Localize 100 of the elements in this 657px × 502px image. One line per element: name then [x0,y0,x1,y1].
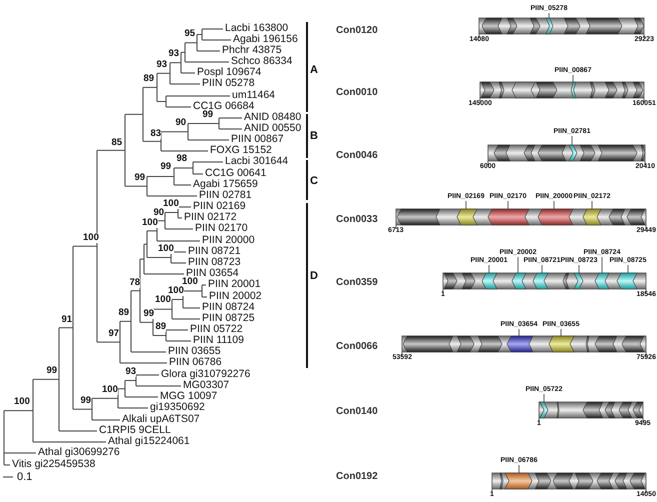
leader-line [488,264,490,274]
gene-block [540,402,548,418]
leader-line [578,264,580,274]
taxon-label: PIIN 05278 [202,78,255,90]
bootstrap-value: 85 [112,138,122,148]
taxon-label: PIIN 08723 [188,257,241,268]
taxon-label: Schco 86334 [231,56,292,68]
contig-label: Con0066 [336,340,378,352]
taxon-label: um11464 [232,90,276,102]
contig-label: Con0120 [336,24,378,36]
bootstrap-value: 100 [142,218,158,228]
bootstrap-value: 99 [160,162,172,172]
taxon-label: Athal gi15224061 [108,436,190,447]
taxon-label: ANID 08480 [244,112,302,124]
bootstrap-value: 100 [155,294,171,305]
bootstrap-value: 95 [184,28,196,39]
bootstrap-value: 89 [118,308,130,318]
gene-block [568,144,578,162]
bootstrap-value: 97 [108,328,120,339]
taxon-label: Agabi 196156 [233,34,298,45]
bootstrap-value: 99 [46,366,58,376]
bootstrap-value: 93 [126,366,136,377]
taxon-label: CC1G 00641 [205,168,266,179]
taxon-label: PIIN 11109 [193,335,244,346]
gene-block [570,82,576,98]
gene-block [512,272,526,290]
clade-label: C [310,175,318,187]
taxon-label: PIIN 08724 [202,302,255,314]
taxon-label: PIIN 08725 [202,313,255,324]
gene-block [456,208,478,226]
taxon-label: Alkali upA6TS07 [122,414,200,426]
gene-block [616,272,638,290]
taxon-label: MG03307 [183,380,230,392]
contig-label: Con0033 [336,214,378,224]
bootstrap-value: 99 [202,110,214,120]
contig-label: Con0140 [336,406,378,416]
bootstrap-value: 100 [158,244,174,254]
contig-label: Con0192 [336,470,378,482]
taxon-label: PIIN 03655 [168,346,221,358]
contig-label: Con0359 [336,276,378,288]
taxon-label: Vitis gi225459538 [12,459,96,470]
bootstrap-value: 99 [134,172,146,183]
taxon-label: PIIN 06786 [169,357,222,368]
taxon-label: PIIN 20000 [202,235,255,246]
bootstrap-value: 100 [182,276,198,287]
gene-block [482,272,498,290]
gene-block [582,208,602,226]
bootstrap-value: 99 [80,396,92,406]
gene-block [532,272,548,290]
taxon-label: Agabi 175659 [193,179,258,190]
contig-label: Con0010 [336,86,378,98]
leader-line [572,74,574,82]
taxon-label: gi19350692 [150,402,205,414]
leader-line [548,12,550,18]
gene-block [574,272,584,290]
contig-label: Con0046 [336,150,378,160]
clade-label: A [310,64,318,76]
bootstrap-value: 100 [168,286,184,296]
bootstrap-value: 99 [144,308,154,319]
bootstrap-value: 100 [14,396,30,407]
bootstrap-value: 93 [168,48,180,59]
bootstrap-value: 78 [130,278,140,288]
clade-label: D [310,270,318,282]
taxon-label: PIIN 20001 [208,279,261,290]
bootstrap-value: 100 [83,232,99,243]
bootstrap-value: 89 [156,322,166,332]
bootstrap-value: 91 [62,314,72,325]
bootstrap-value: 89 [144,74,154,84]
taxon-label: PIIN 02170 [195,223,248,234]
taxon-label: PIIN 02169 [193,201,246,212]
taxon-label: Glora gi310792276 [161,369,250,380]
bootstrap-value: 98 [176,154,188,164]
taxon-label: Phchr 43875 [222,45,282,56]
gene-block [548,336,574,352]
bootstrap-value: 90 [154,208,164,218]
taxon-label: PIIN 02172 [184,212,237,224]
taxon-label: PIIN 00867 [231,134,284,146]
bootstrap-value: 100 [163,198,179,209]
taxon-label: Pospl 109674 [197,67,262,78]
leader-line [560,328,562,336]
taxon-label: FOXG 15152 [210,145,272,156]
taxon-label: ANID 00550 [244,123,302,134]
taxon-label: PIIN 08721 [188,246,241,258]
bootstrap-value: 83 [150,128,162,139]
taxon-label: PIIN 20002 [209,291,262,302]
taxon-label: PIIN 02781 [199,190,252,202]
taxon-label: Lacbi 301644 [225,156,288,168]
gene-block [546,18,554,34]
clade-label: B [310,130,318,142]
scale-label: 0.1 [17,471,32,483]
taxon-label: MGG 10097 [160,391,218,402]
bootstrap-value: 90 [176,118,186,128]
taxon-label: C1RPI5 9CELL [99,425,171,436]
taxon-label: Lacbi 163800 [225,23,288,34]
leader-line [518,328,520,336]
bootstrap-value: 100 [102,384,118,395]
taxon-label: PIIN 05722 [190,324,243,336]
taxon-label: Athal gi30699276 [38,447,120,458]
bootstrap-value: 93 [156,60,168,70]
gene-block [594,272,610,290]
